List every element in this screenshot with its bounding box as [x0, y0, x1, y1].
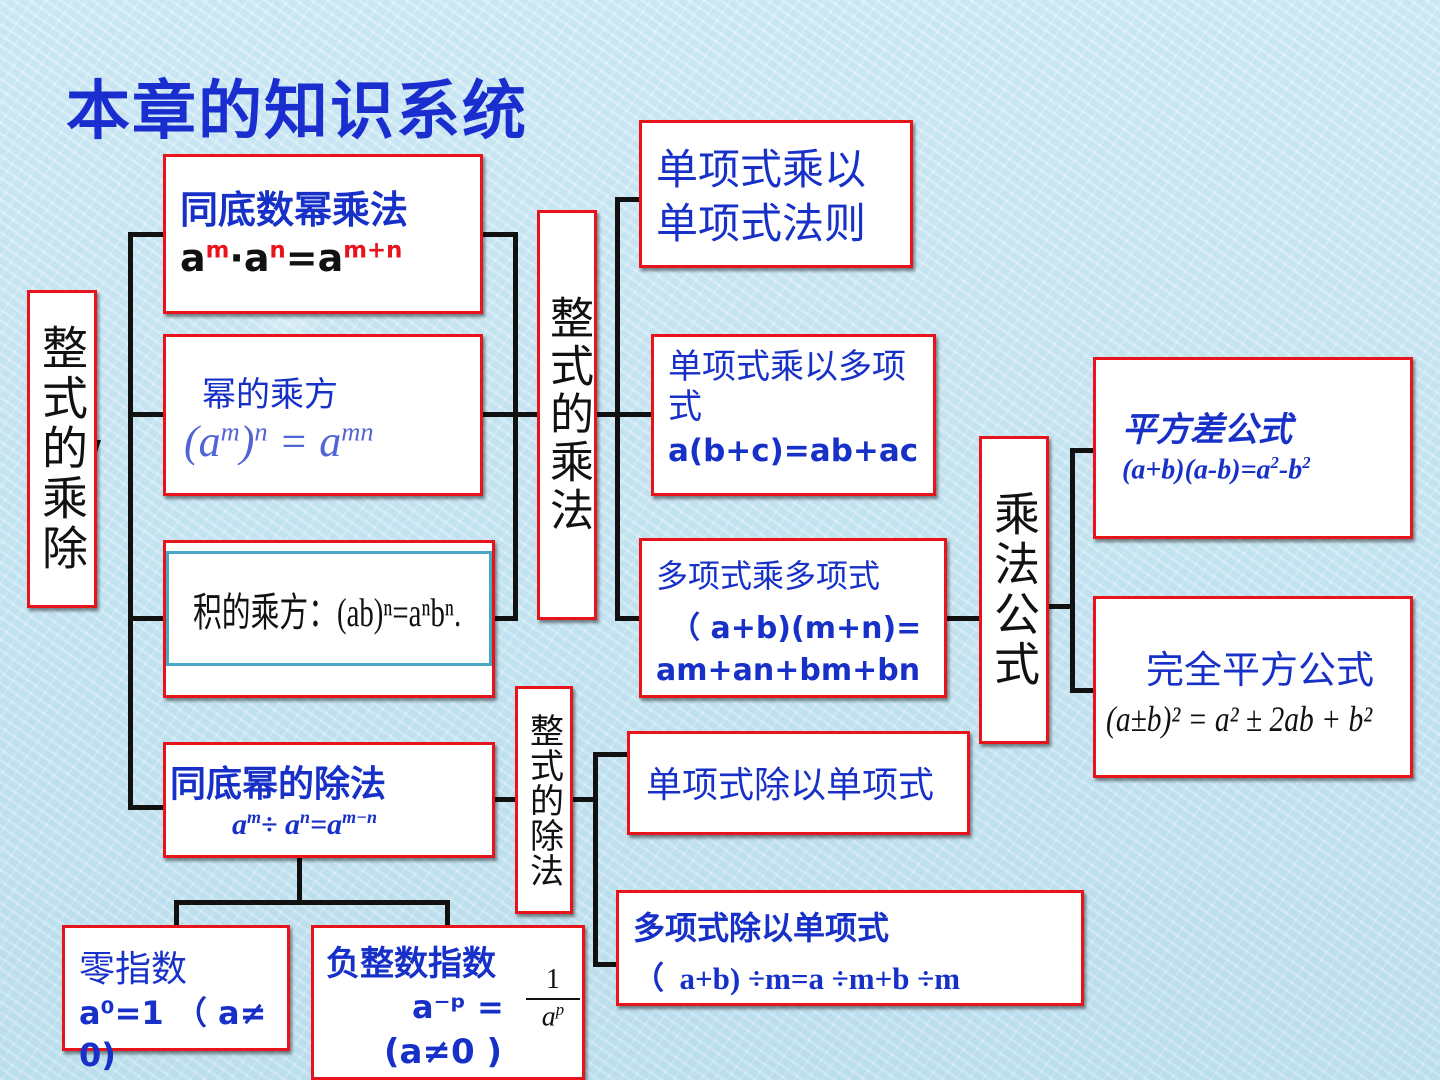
negative-exponent-heading: 负整数指数 — [326, 944, 496, 984]
mult-formula-node: 乘法公式 — [979, 436, 1049, 744]
mono-mult-mono-node: 单项式乘以单项式法则 — [639, 120, 913, 268]
negative-exponent-condition: (a≠0 ) — [384, 1032, 503, 1072]
poly-mult-label: 整式的乘法 — [542, 295, 593, 535]
mono-mult-poly-heading: 单项式乘以多项式 — [668, 347, 906, 427]
zero-exponent-node: 零指数 a⁰=1 （ a≠ 0) — [62, 925, 290, 1074]
poly-div-mono-formula: （ a+b) ÷m=a ÷m+b ÷m — [633, 961, 961, 996]
zero-exponent-formula: a⁰=1 （ a≠ 0) — [79, 994, 267, 1074]
power-of-power-formula: (am)n = amn — [184, 416, 374, 466]
zero-exponent-heading: 零指数 — [79, 949, 188, 990]
diff-squares-node: 平方差公式 (a+b)(a-b)=a2-b2 — [1093, 357, 1413, 539]
mult-same-base-heading: 同底数幂乘法 — [180, 188, 409, 232]
diff-squares-heading: 平方差公式 — [1122, 410, 1292, 450]
div-same-base-heading: 同底幂的除法 — [170, 764, 387, 805]
mult-formula-label: 乘法公式 — [987, 490, 1041, 690]
poly-div-node: 整式的除法 — [515, 686, 573, 914]
div-same-base-formula: am÷ an=am−n — [232, 807, 378, 841]
div-same-base-node: 同底幂的除法 am÷ an=am−n — [163, 742, 495, 858]
root-node: 整式的乘除 — [27, 290, 97, 608]
root-label: 整式的乘除 — [35, 324, 89, 574]
power-of-power-node: 幂的乘方 (am)n = amn — [163, 334, 483, 496]
power-of-product-formula: 积的乘方：(ab)ⁿ=aⁿbⁿ. — [193, 589, 462, 635]
poly-mult-node: 整式的乘法 — [537, 210, 597, 620]
mono-mult-poly-formula: a(b+c)=ab+ac — [668, 433, 919, 469]
perfect-square-formula: (a±b)² = a² ± 2ab + b² — [1106, 699, 1373, 739]
poly-mult-poly-line1: （ a+b)(m+n)= — [670, 611, 922, 646]
poly-mult-poly-line2: am+an+bm+bn — [656, 653, 921, 688]
negative-exponent-node: 负整数指数 a⁻ᵖ = 1 ap (a≠0 ) — [311, 925, 585, 1080]
poly-div-mono-node: 多项式除以单项式 （ a+b) ÷m=a ÷m+b ÷m — [616, 890, 1084, 1006]
page-title: 本章的知识系统 — [66, 75, 528, 149]
mult-same-base-node: 同底数幂乘法 am·an=am+n — [163, 154, 483, 314]
perfect-square-heading: 完全平方公式 — [1146, 648, 1375, 692]
perfect-square-node: 完全平方公式 (a±b)² = a² ± 2ab + b² — [1093, 596, 1413, 778]
power-of-product-node: 积的乘方：(ab)ⁿ=aⁿbⁿ. — [163, 540, 495, 698]
power-of-power-heading: 幂的乘方 — [202, 375, 338, 415]
mono-div-mono-label: 单项式除以单项式 — [646, 765, 935, 806]
negative-exponent-formula: a⁻ᵖ = — [412, 988, 504, 1026]
mult-same-base-formula: am·an=am+n — [180, 236, 403, 280]
poly-div-label: 整式的除法 — [523, 712, 564, 888]
mono-mult-mono-label: 单项式乘以单项式法则 — [656, 145, 867, 248]
poly-mult-poly-heading: 多项式乘多项式 — [656, 557, 881, 595]
diff-squares-formula: (a+b)(a-b)=a2-b2 — [1122, 453, 1311, 486]
mono-mult-poly-node: 单项式乘以多项式 a(b+c)=ab+ac — [651, 334, 936, 496]
poly-div-mono-heading: 多项式除以单项式 — [633, 909, 890, 947]
negative-exponent-fraction: 1 ap — [526, 964, 580, 1033]
poly-mult-poly-node: 多项式乘多项式 （ a+b)(m+n)= am+an+bm+bn — [639, 538, 947, 698]
mono-div-mono-node: 单项式除以单项式 — [627, 731, 970, 835]
